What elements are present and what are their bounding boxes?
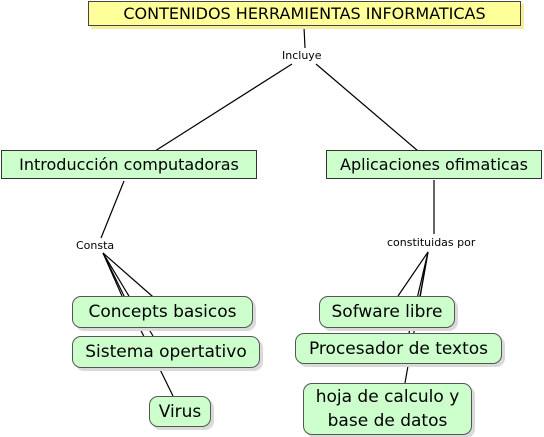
concept-sistema-operativo-label: Sistema opertativo [85,342,247,362]
line-intro-consta [100,180,125,239]
line-root-incluye [303,26,306,49]
concept-software-libre-label: Sofware libre [331,302,443,322]
concept-hoja-calculo-label: hoja de calculo y base de datos [315,387,460,431]
concept-aplicaciones[interactable]: Aplicaciones ofimaticas [326,150,542,179]
link-word-constituidas: constituidas por [385,236,478,249]
concept-procesador-textos-label: Procesador de textos [308,338,489,359]
root-concept[interactable]: CONTENIDOS HERRAMIENTAS INFORMATICAS [88,1,521,26]
root-concept-label: CONTENIDOS HERRAMIENTAS INFORMATICAS [123,4,486,23]
line-consta-virus1 [102,252,161,304]
concept-conceptos-basicos-label: Concepts basicos [88,302,237,322]
concept-conceptos-basicos[interactable]: Concepts basicos [72,296,253,328]
line-const-software [397,251,429,297]
concept-sistema-operativo[interactable]: Sistema opertativo [72,336,260,368]
concept-virus[interactable]: Virus [149,396,211,427]
line-incluye-intro [154,63,293,152]
concept-procesador-textos[interactable]: Procesador de textos [295,333,502,364]
link-word-consta: Consta [74,239,117,252]
link-word-incluye: Incluye [280,49,324,62]
concept-hoja-calculo[interactable]: hoja de calculo y base de datos [303,383,472,435]
concept-introduccion[interactable]: Introducción computadoras [1,150,257,179]
concept-introduccion-label: Introducción computadoras [19,155,239,174]
line-incluye-apps [315,63,419,152]
concept-virus-label: Virus [158,401,202,422]
concept-software-libre[interactable]: Sofware libre [319,296,455,328]
concept-aplicaciones-label: Aplicaciones ofimaticas [340,155,528,174]
